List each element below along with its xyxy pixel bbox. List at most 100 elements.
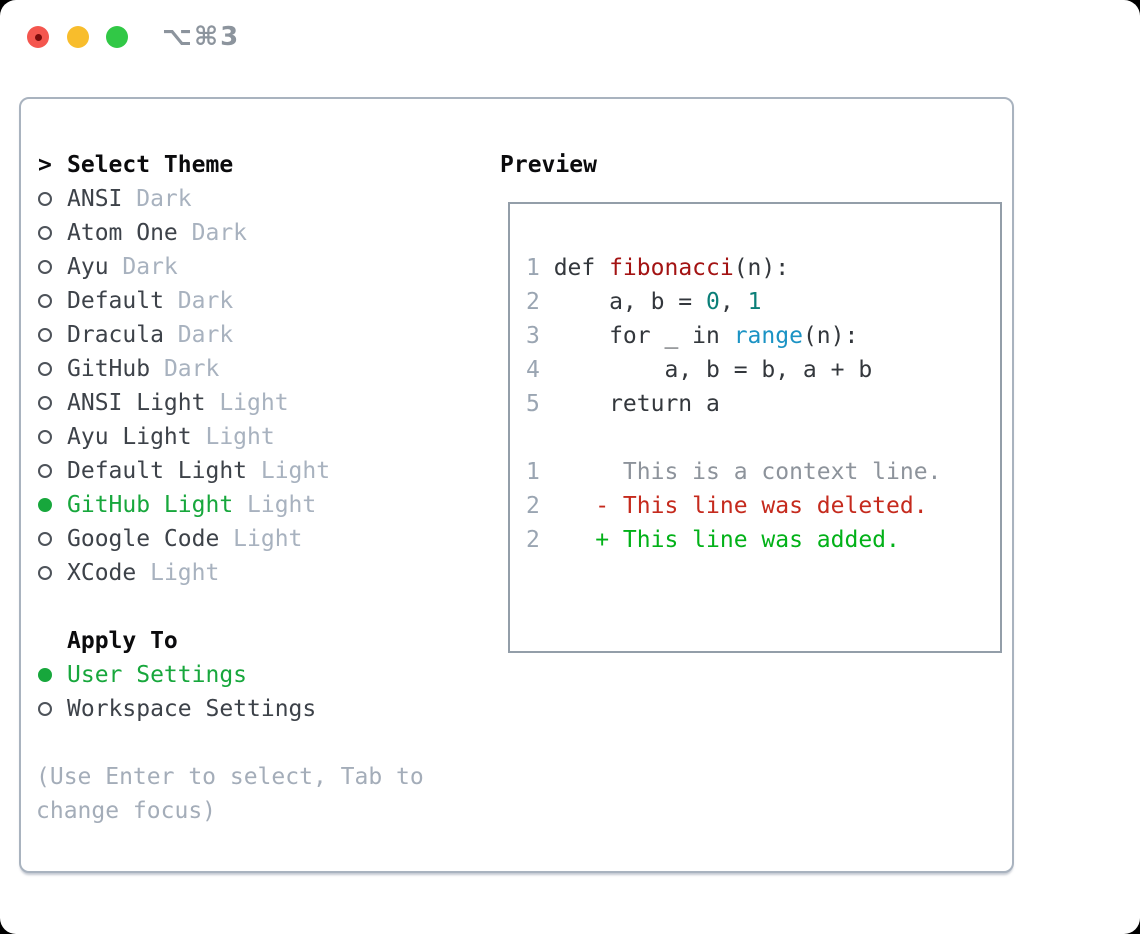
- radio-prefix: [38, 464, 67, 478]
- apply-option-label: User Settings: [67, 662, 248, 688]
- radio-icon: [38, 566, 52, 580]
- code-line: 3 for _ in range(n):: [526, 319, 1000, 353]
- theme-variant-tag: Dark: [177, 322, 234, 348]
- radio-prefix: [38, 702, 67, 716]
- radio-prefix: [38, 260, 67, 274]
- theme-variant-tag: Light: [260, 458, 331, 484]
- theme-option-atom-one[interactable]: Atom One Dark: [38, 216, 330, 250]
- radio-icon: [38, 464, 52, 478]
- code-segment: - This line was deleted.: [553, 493, 928, 519]
- code-segment: return a: [553, 391, 720, 417]
- theme-option-ansi[interactable]: ANSI Dark: [38, 182, 330, 216]
- radio-prefix: [38, 566, 67, 580]
- radio-icon: [38, 226, 52, 240]
- code-line: 2 - This line was deleted.: [526, 489, 1000, 523]
- minimize-button[interactable]: [67, 26, 89, 48]
- radio-prefix: [38, 532, 67, 546]
- radio-prefix: [38, 328, 67, 342]
- radio-icon: [38, 430, 52, 444]
- code-segment: a, b = b, a + b: [553, 357, 873, 383]
- theme-variant-tag: Light: [219, 390, 289, 416]
- code-line: 1 This is a context line.: [526, 455, 1000, 489]
- line-number: 2: [526, 289, 540, 315]
- code-segment: (n):: [733, 255, 790, 281]
- radio-prefix: [38, 294, 67, 308]
- theme-variant-tag: Dark: [122, 254, 178, 280]
- theme-option-label: Default: [67, 288, 164, 314]
- theme-option-label: XCode: [67, 560, 137, 586]
- theme-option-label: Default Light: [67, 458, 248, 484]
- theme-option-ayu[interactable]: Ayu Dark: [38, 250, 330, 284]
- preview-header: Preview: [500, 148, 597, 182]
- theme-option-label: Ayu: [67, 254, 109, 280]
- code-line: 4 a, b = b, a + b: [526, 353, 1000, 387]
- radio-selected-icon: [38, 668, 52, 682]
- theme-option-github[interactable]: GitHub Dark: [38, 352, 330, 386]
- hint-text: (Use Enter to select, Tab to change focu…: [36, 760, 424, 828]
- theme-option-label: Atom One: [67, 220, 178, 246]
- theme-variant-tag: Dark: [177, 288, 234, 314]
- theme-variant-tag: Light: [233, 526, 303, 552]
- line-number: 3: [526, 323, 540, 349]
- apply-option-label: Workspace Settings: [67, 696, 317, 722]
- radio-selected-icon: [38, 498, 52, 512]
- theme-option-default-light[interactable]: Default Light Light: [38, 454, 330, 488]
- apply-option-workspace-settings[interactable]: Workspace Settings: [38, 692, 316, 726]
- line-number: 2: [526, 493, 540, 519]
- code-segment: This is a context line.: [553, 459, 942, 485]
- code-segment: (n):: [802, 323, 859, 349]
- close-dot-icon: [34, 33, 42, 41]
- theme-variant-tag: Light: [247, 492, 317, 518]
- close-button[interactable]: [27, 26, 49, 48]
- code-segment: fibonacci: [609, 255, 734, 281]
- theme-option-label: ANSI: [67, 186, 123, 212]
- theme-variant-tag: Dark: [136, 186, 192, 212]
- select-theme-title: Select Theme: [67, 152, 234, 178]
- theme-variant-tag: Dark: [191, 220, 248, 246]
- code-segment: 1: [747, 289, 762, 315]
- theme-option-label: GitHub: [67, 356, 151, 382]
- apply-option-user-settings[interactable]: User Settings: [38, 658, 316, 692]
- theme-option-label: Ayu Light: [67, 424, 192, 450]
- theme-variant-tag: Light: [150, 560, 220, 586]
- radio-prefix: [38, 192, 67, 206]
- radio-icon: [38, 362, 52, 376]
- radio-prefix: [38, 430, 67, 444]
- radio-prefix: [38, 362, 67, 376]
- code-segment: 0: [706, 289, 720, 315]
- theme-variant-tag: Dark: [163, 356, 220, 382]
- apply-to-header: Apply To: [38, 624, 316, 658]
- hint-line-2: change focus): [36, 798, 217, 824]
- theme-option-ansi-light[interactable]: ANSI Light Light: [38, 386, 330, 420]
- theme-option-default[interactable]: Default Dark: [38, 284, 330, 318]
- code-segment: + This line was added.: [553, 527, 900, 553]
- code-segment: for _ in: [553, 323, 734, 349]
- hint-line-1: (Use Enter to select, Tab to: [36, 764, 424, 790]
- radio-icon: [38, 702, 52, 716]
- code-segment: def: [553, 255, 610, 281]
- radio-icon: [38, 294, 52, 308]
- theme-option-label: ANSI Light: [67, 390, 206, 416]
- theme-option-ayu-light[interactable]: Ayu Light Light: [38, 420, 330, 454]
- zoom-button[interactable]: [106, 26, 128, 48]
- radio-prefix: [38, 396, 67, 410]
- theme-option-label: Dracula: [67, 322, 164, 348]
- blank-line: [526, 421, 1000, 455]
- code-line: 5 return a: [526, 387, 1000, 421]
- radio-icon: [38, 260, 52, 274]
- radio-icon: [38, 532, 52, 546]
- theme-option-xcode[interactable]: XCode Light: [38, 556, 330, 590]
- theme-variant-tag: Light: [205, 424, 275, 450]
- radio-prefix: [38, 498, 67, 512]
- radio-icon: [38, 192, 52, 206]
- code-line: 2 a, b = 0, 1: [526, 285, 1000, 319]
- code-segment: a, b =: [553, 289, 707, 315]
- theme-option-dracula[interactable]: Dracula Dark: [38, 318, 330, 352]
